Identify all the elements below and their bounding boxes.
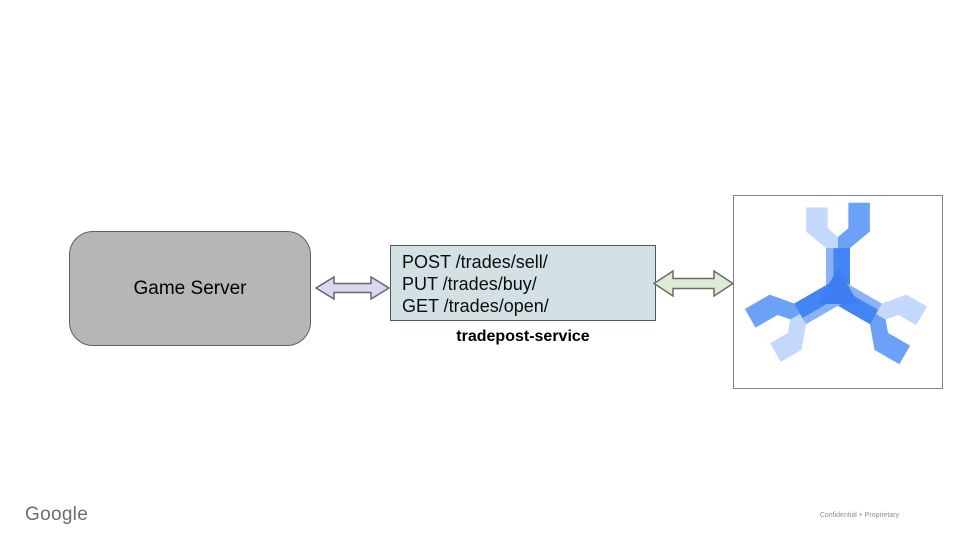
endpoint-line: PUT /trades/buy/	[402, 274, 537, 294]
double-arrow-left-icon	[315, 275, 390, 301]
endpoint-line: GET /trades/open/	[402, 296, 549, 316]
game-server-box: Game Server	[69, 231, 311, 346]
game-server-label: Game Server	[133, 277, 247, 299]
tradepost-service-box: POST /trades/sell/ PUT /trades/buy/ GET …	[390, 245, 656, 321]
tradepost-service-caption: tradepost-service	[456, 328, 590, 345]
cloud-spanner-image-frame	[733, 195, 943, 389]
confidential-label: Confidential + Proprietary	[819, 512, 899, 519]
endpoint-line: POST /trades/sell/	[402, 252, 548, 272]
double-arrow-right-icon	[653, 269, 734, 298]
google-logo: Google	[25, 504, 89, 525]
cloud-spanner-icon	[744, 202, 928, 365]
